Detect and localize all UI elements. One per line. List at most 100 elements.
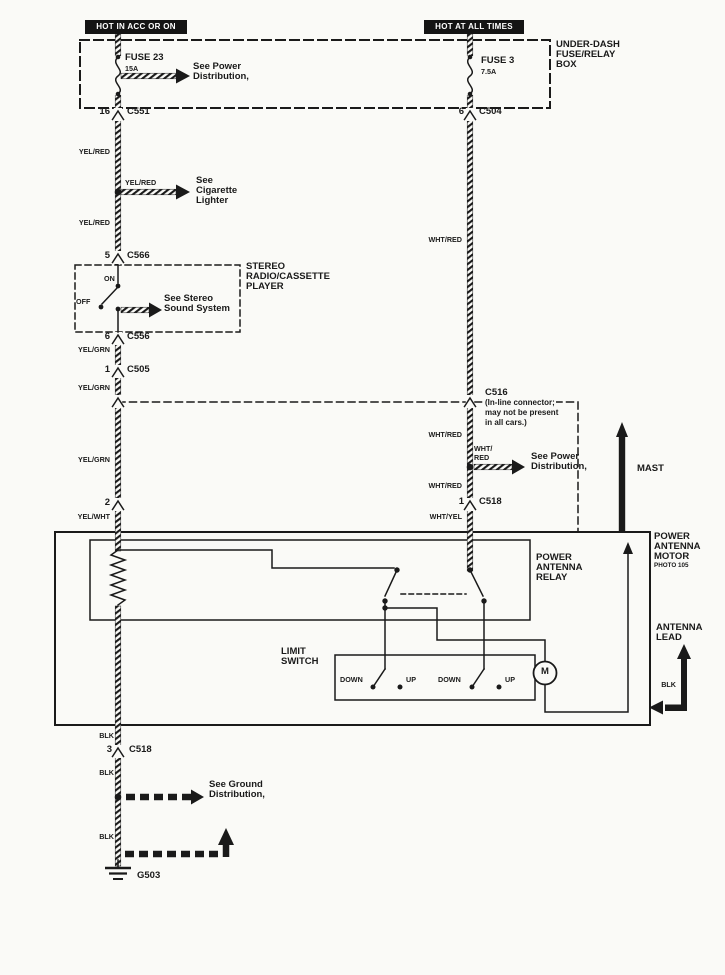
left-wire [114, 33, 122, 867]
connector-c518-pin1-symbol [463, 498, 477, 511]
fuse3-symbol [460, 54, 480, 97]
limit-switch-label-line1: LIMIT [281, 646, 306, 657]
whtred-label-2: WHT/RED [428, 430, 462, 439]
see-cigarette-line1: See [196, 175, 213, 186]
ground-tap-junction-dot [114, 793, 122, 801]
fusebox-title-line1: UNDER-DASH [556, 39, 620, 50]
c556-name: C556 [127, 331, 150, 342]
yelgrn-label-2: YEL/GRN [78, 383, 110, 392]
limit-sw2-up-label: UP [505, 675, 515, 684]
g503-label: G503 [137, 870, 161, 881]
c518-bottom-pin: 3 [106, 744, 112, 755]
c516-inline-connector-dash-line [117, 401, 579, 532]
c566-name: C566 [127, 250, 150, 261]
power-tap-junction-dot [466, 463, 474, 471]
connector-c518-pin3-symbol [111, 745, 125, 758]
fuse23-rating: 15A [125, 64, 139, 73]
hot-in-acc-header: HOT IN ACC OR ON [85, 20, 187, 34]
limit-switch-contacts [370, 667, 502, 690]
c556-pin: 6 [104, 331, 110, 342]
connector-c505-symbol [111, 365, 125, 378]
fuse23-name: FUSE 23 [125, 52, 164, 63]
relay-label-line3: RELAY [536, 572, 568, 583]
c518-right-name: C518 [479, 496, 502, 507]
see-cigarette-line3: Lighter [196, 195, 229, 206]
power-tap-wire-label-2: RED [474, 453, 490, 462]
c505-name: C505 [127, 364, 150, 375]
limit-sw1-up-label: UP [406, 675, 416, 684]
motor-m-label: M [541, 666, 549, 677]
limit-sw1-down-label: DOWN [340, 675, 363, 684]
stereo-title-line1: STEREO [246, 261, 286, 272]
c566-pin: 5 [104, 250, 110, 261]
blk-label-1: BLK [99, 731, 114, 740]
cigarette-tap-wire-label: YEL/RED [124, 178, 158, 187]
stereo-title-line2: RADIO/CASSETTE [246, 271, 330, 282]
see-power-distribution-arrow [120, 68, 190, 84]
fusebox-title-line2: FUSE/RELAY [556, 49, 616, 60]
motor-title-line2: ANTENNA [654, 541, 701, 552]
see-cigarette-line2: Cigarette [196, 185, 238, 196]
see-stereo-line2: Sound System [164, 303, 230, 314]
see-ground-line1: See Ground [209, 779, 263, 790]
relay-label-line1: POWER [536, 552, 572, 563]
antenna-lead-label-line1: ANTENNA [656, 622, 703, 633]
blk-label-2: BLK [99, 768, 114, 777]
relay-label-line2: ANTENNA [536, 562, 583, 573]
c516-note-line3: in all cars.) [484, 418, 528, 428]
see-power-dist2-line2: Distribution, [531, 461, 587, 472]
limit-switch-label-line2: SWITCH [281, 656, 319, 667]
see-stereo-line1: See Stereo [164, 293, 214, 304]
c551-name: C551 [127, 106, 150, 117]
antenna-lead-symbol [649, 644, 691, 715]
ground-symbol [105, 859, 131, 880]
fusebox-title-line3: BOX [556, 59, 577, 70]
c516-name: C516 [484, 387, 509, 398]
see-ground-line2: Distribution, [209, 789, 265, 800]
c551-pin: 16 [99, 106, 110, 117]
whtred-label-1: WHT/RED [428, 235, 462, 244]
motor-title-line1: POWER [654, 531, 690, 542]
motor-title-line3: MOTOR [654, 551, 690, 562]
connector-c518-pin2-symbol [111, 498, 125, 511]
yelred-label-2: YEL/RED [78, 218, 110, 227]
c518-left-pin: 2 [104, 497, 110, 508]
limit-sw2-down-label: DOWN [438, 675, 461, 684]
connector-c556-symbol [111, 332, 125, 345]
cigarette-tap-junction-dot [114, 188, 122, 196]
c518-right-pin: 1 [458, 496, 464, 507]
yelred-label-1: YEL/RED [78, 147, 110, 156]
antenna-base-branch [125, 828, 234, 858]
relay-coil-symbol [108, 548, 128, 607]
see-power-dist-line1: See Power [193, 61, 242, 72]
ground-distribution-arrow [126, 789, 204, 805]
c518-bottom-name: C518 [129, 744, 152, 755]
mast-label: MAST [637, 463, 664, 474]
mast-symbol [616, 422, 628, 532]
stereo-box-outline [74, 264, 241, 333]
c505-pin: 1 [104, 364, 110, 375]
c516-note-line2: may not be present [484, 408, 560, 418]
fuse3-rating: 7.5A [481, 67, 497, 76]
yelwht-label: YEL/WHT [77, 512, 110, 521]
relay-contact-circuit [117, 549, 546, 670]
fuse23-symbol [108, 54, 128, 97]
c504-name: C504 [479, 106, 502, 117]
antenna-lead-label-line2: LEAD [656, 632, 682, 643]
c504-pin: 6 [458, 106, 464, 117]
stereo-sound-system-arrow [120, 302, 162, 318]
fuse3-name: FUSE 3 [481, 55, 515, 66]
hot-at-all-times-header: HOT AT ALL TIMES [424, 20, 524, 34]
see-power-dist-line2: Distribution, [193, 71, 249, 82]
motor-symbol [532, 542, 633, 713]
connector-c516-left-symbol [111, 395, 125, 408]
stereo-title-line3: PLAYER [246, 281, 284, 292]
power-tap-wire-label-1: WHT/ [474, 444, 493, 453]
relay-box-outline [89, 539, 531, 621]
stereo-on-label: ON [104, 274, 115, 283]
whtyel-label: WHT/YEL [429, 512, 462, 521]
see-power-dist2-line1: See Power [531, 451, 580, 462]
stereo-off-label: OFF [76, 297, 91, 306]
yelgrn-label-3: YEL/GRN [78, 455, 110, 464]
